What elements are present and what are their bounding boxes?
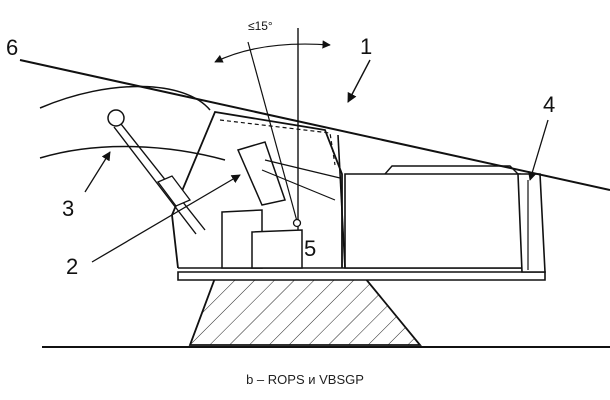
- cab-rear-post: [337, 134, 346, 269]
- base-frame: [177, 271, 546, 281]
- angle-label: ≤15°: [248, 19, 273, 33]
- angle-line: [247, 41, 299, 226]
- cab-window: [219, 119, 336, 166]
- lever-knob: [107, 109, 125, 127]
- lever-shaft-b: [113, 126, 197, 235]
- rear-body: [344, 173, 523, 269]
- seat-back-line: [264, 159, 341, 179]
- undercarriage-hatched: [188, 277, 422, 346]
- seat-index-point: [292, 218, 302, 228]
- boom-arc-lower: [39, 145, 226, 161]
- counterweight: [517, 173, 546, 273]
- callout-3: 3: [62, 196, 74, 221]
- callout-6: 6: [6, 35, 18, 60]
- leader-4: [527, 119, 549, 181]
- angle-arc: [214, 40, 331, 63]
- rear-body-top: [384, 165, 519, 175]
- operator-seat: [236, 141, 286, 206]
- deflection-limit-line: [19, 59, 610, 191]
- callout-1: 1: [360, 34, 372, 59]
- figure-caption: b – ROPS и VBSGP: [246, 372, 364, 387]
- leader-2: [91, 174, 241, 263]
- leader-3: [84, 151, 111, 193]
- callout-4: 4: [543, 92, 555, 117]
- lever-shaft-a: [120, 123, 206, 231]
- callout-5: 5: [304, 236, 316, 261]
- lever-housing: [156, 175, 192, 207]
- callout-2: 2: [66, 254, 78, 279]
- boom-arc-upper: [39, 85, 211, 111]
- console-block: [251, 229, 303, 269]
- leader-1: [347, 59, 371, 103]
